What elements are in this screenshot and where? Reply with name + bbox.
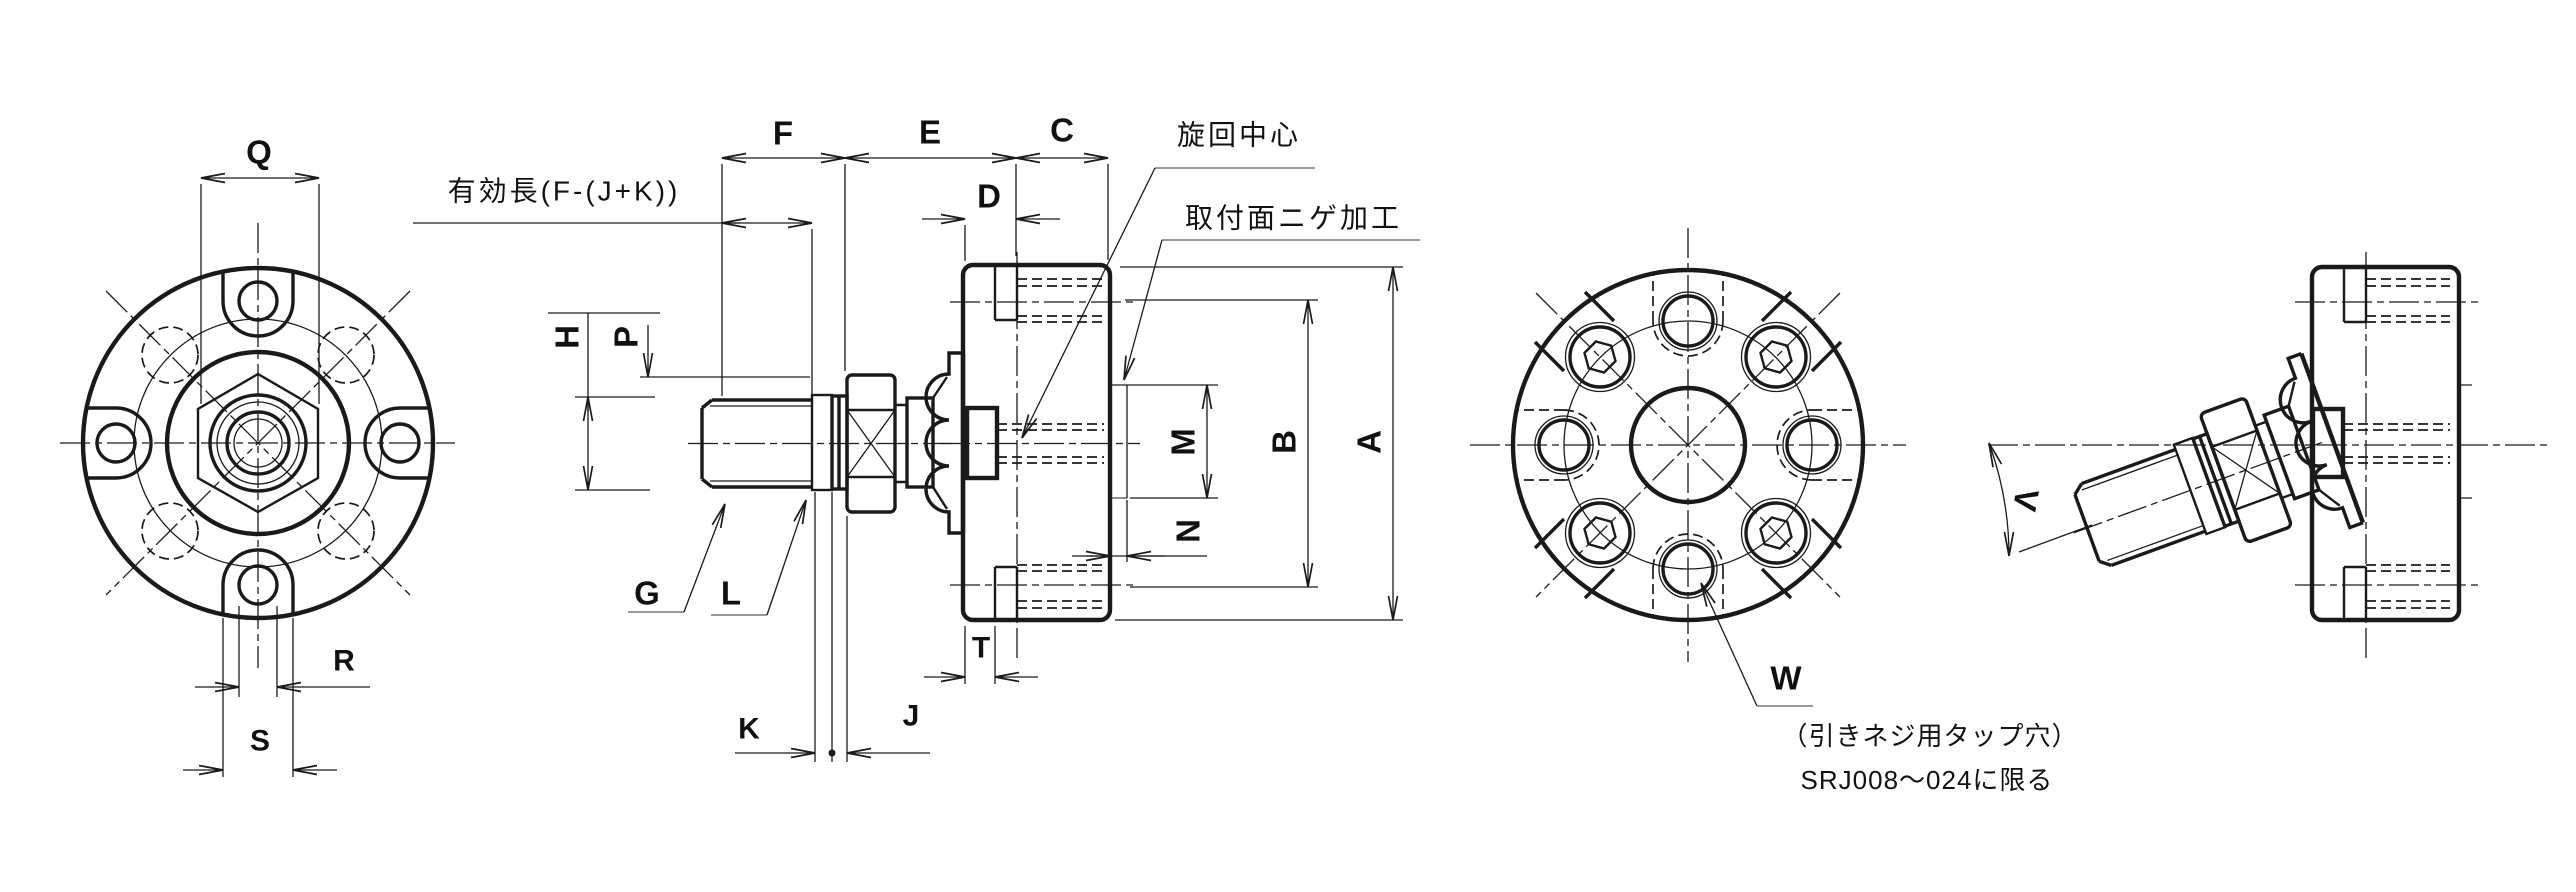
center-bore [1628,385,1748,505]
dim-d: D [922,178,1060,261]
dim-label-d: D [977,178,1001,215]
dim-label-l: L [721,575,741,612]
mounting-lugs [87,270,429,616]
dim-fec: F E C [721,112,1109,396]
dim-mnba: M N B A [1072,266,1403,621]
dim-label-p: P [608,326,645,348]
dim-label-s: S [250,725,270,758]
dim-hp: H P [548,312,810,491]
body-outer-circle [1510,267,1866,623]
front-view: Q R S [60,134,455,777]
mount-relief-hatch [1109,384,1128,499]
dim-kj: K J [735,492,930,762]
dim-label-q: Q [246,134,272,171]
swivel-stud [688,353,963,533]
dim-label-h: H [549,325,586,349]
dim-t: T [924,626,1038,684]
swivel-angle-view: V [1988,252,2552,658]
dim-label-j: J [903,700,920,733]
dim-q: Q [200,134,320,404]
dim-label-r: R [333,645,355,678]
dim-label-m: M [1165,428,1202,456]
dim-label-f: F [773,115,793,152]
dim-label-g: G [634,575,660,612]
leader-w: W [1700,582,1813,707]
rear-view: W （引きネジ用タップ穴） SRJ008～024に限る [1470,228,2078,795]
dim-effective-length: 有効長(F-(J+K)) [413,176,813,394]
dim-label-e: E [919,114,941,151]
dim-label-a: A [1351,430,1388,454]
note-tap-hole-scope: SRJ008～024に限る [1801,765,2054,795]
dim-label-b: B [1266,430,1303,454]
side-view: F E C 有効長(F-(J+K)) D H P [413,112,1420,762]
dim-label-t: T [972,632,990,665]
dim-label-n: N [1170,519,1207,543]
note-effective-length: 有効長(F-(J+K)) [448,176,681,207]
note-swivel-center: 旋回中心 [1177,120,1301,151]
flange-outer-circle [80,265,436,621]
leader-g: G [628,503,726,613]
hex-nut-front [196,372,320,514]
swivel-stud-tilted [2043,354,2363,617]
note-mount-relief: 取付面ニゲ加工 [1185,203,1402,234]
dim-label-k: K [738,713,760,746]
dim-r: R [195,606,370,697]
dim-v: V [1988,442,2046,557]
note-tap-hole: （引きネジ用タップ穴） [1781,721,2078,751]
dim-label-v: V [2006,486,2046,514]
leader-mount-relief: 取付面ニゲ加工 [1123,203,1420,381]
leader-l: L [711,499,807,616]
dim-s: S [183,618,337,777]
joint-body [960,262,1113,623]
dim-label-w: W [1770,660,1802,697]
leader-swivel-center: 旋回中心 [1021,120,1315,439]
dim-label-c: C [1050,112,1074,149]
